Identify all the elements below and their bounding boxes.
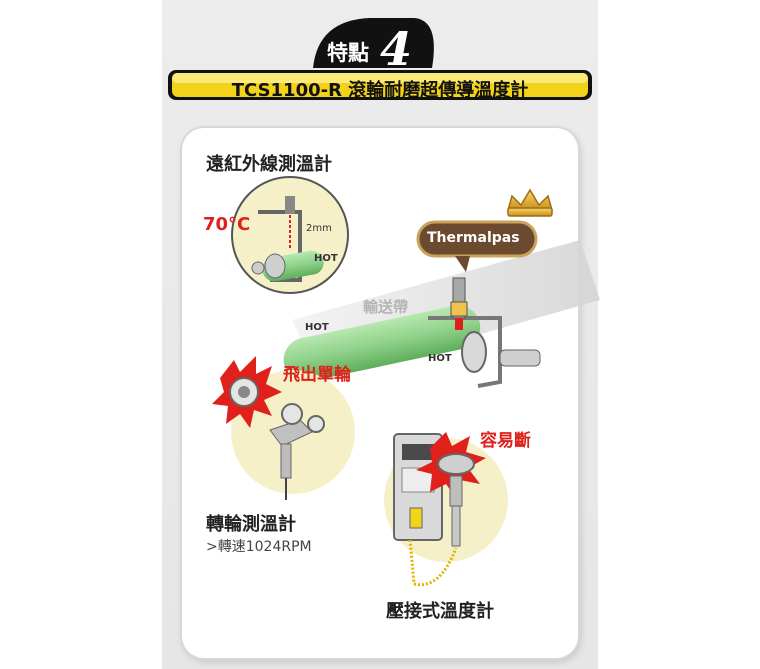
gap-label: 2mm [306,223,332,234]
infrared-hot-label: HOT [314,253,338,264]
conveyor-hot-left: HOT [305,322,329,333]
conveyor-belt-illustration [283,240,600,388]
contact-warning: 容易斷 [480,431,531,451]
wheel-title: 轉輪測溫計 [206,514,296,535]
wheel-speed: >轉速1024RPM [206,539,312,555]
feature-badge-label: 特點 [327,41,369,65]
banner-title: TCS1100-R 滾輪耐磨超傳導溫度計 [231,80,529,101]
contact-thermometer-illustration [384,432,508,587]
wheel-warning: 飛出單輪 [283,365,351,385]
contact-title: 壓接式溫度計 [386,601,494,622]
infrared-thermometer-illustration [231,176,349,294]
temperature-label: 70°C [203,214,251,235]
conveyor-roller [283,305,481,382]
infrared-title: 遠紅外線測溫計 [206,154,332,175]
crown-icon [507,188,553,217]
thermalpas-brand: Thermalpas [427,230,520,246]
banner-highlight [172,73,588,83]
conveyor-label: 輸送帶 [363,298,409,316]
feature-badge-shape [313,18,434,68]
thermalpas-bubble [416,220,538,272]
conveyor-hot-right: HOT [428,353,452,364]
feature-badge-number: 4 [380,22,413,76]
wheel-thermometer-illustration [212,356,355,500]
